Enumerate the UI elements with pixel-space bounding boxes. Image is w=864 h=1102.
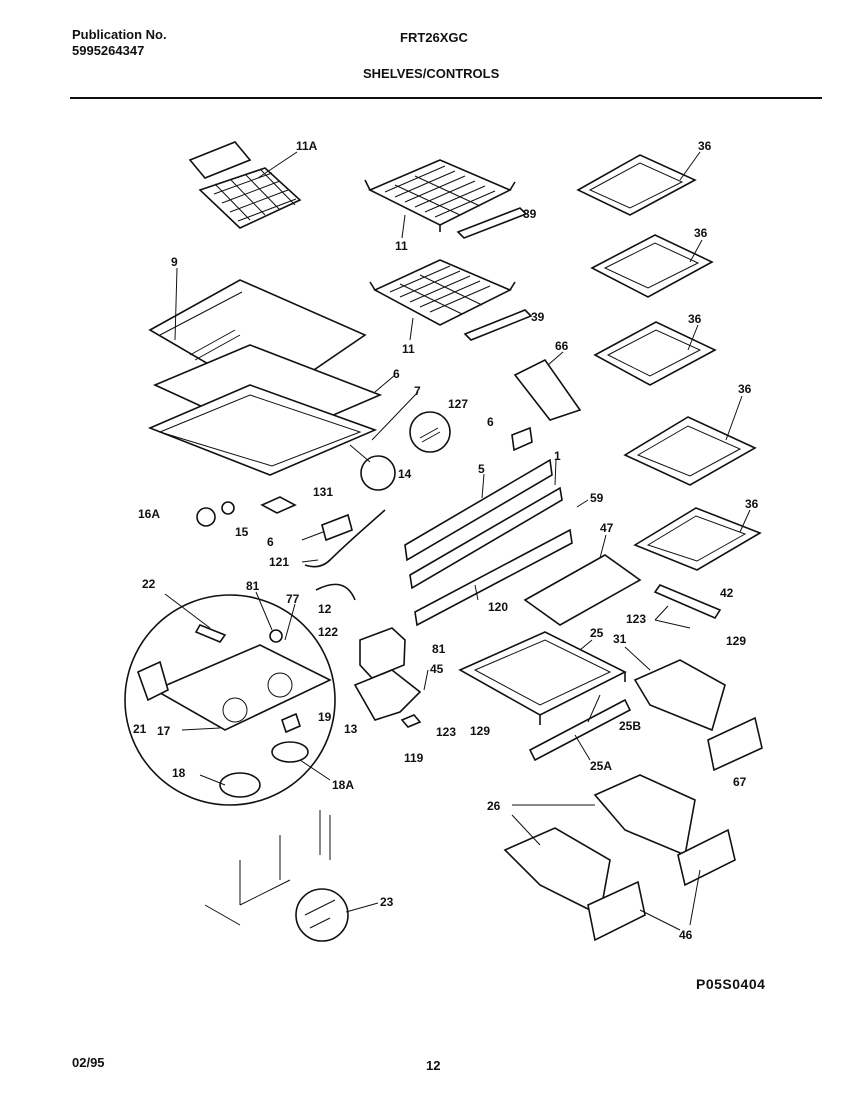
callout-25A: 25A — [590, 759, 612, 773]
model-number: FRT26XGC — [400, 30, 468, 45]
bottom-detail — [204, 810, 349, 942]
callout-46: 46 — [679, 928, 693, 942]
callout-81: 81 — [432, 642, 446, 656]
callout-15: 15 — [235, 525, 249, 539]
callout-127: 127 — [448, 397, 468, 411]
callout-16A: 16A — [138, 507, 160, 521]
glass-insert — [523, 554, 642, 626]
callout-6-bracket: 6 — [487, 415, 494, 429]
callout-59: 59 — [590, 491, 604, 505]
shelf-support-42 — [653, 584, 722, 620]
callout-123-left: 123 — [436, 725, 456, 739]
callout-26: 26 — [487, 799, 501, 813]
front-46-left — [587, 880, 646, 942]
diagram-code: P05S0404 — [696, 976, 766, 992]
callout-17: 17 — [157, 724, 171, 738]
callout-12: 12 — [318, 602, 332, 616]
drawer-26-left — [503, 827, 611, 917]
callout-36-2: 36 — [694, 226, 708, 240]
deflector-part — [513, 358, 582, 421]
callout-14: 14 — [398, 467, 412, 481]
callout-120: 120 — [488, 600, 508, 614]
housing-13 — [353, 669, 422, 721]
glass-shelves — [576, 154, 762, 571]
crisper-cover-assembly — [147, 279, 383, 476]
callout-21: 21 — [133, 722, 147, 736]
callout-11A: 11A — [296, 139, 318, 153]
callout-23: 23 — [380, 895, 394, 909]
callout-9: 9 — [171, 255, 178, 269]
callout-39-upper: 39 — [523, 207, 537, 221]
page-number: 12 — [426, 1058, 441, 1073]
callout-66: 66 — [555, 339, 569, 353]
callout-67: 67 — [733, 775, 747, 789]
callout-123-right: 123 — [626, 612, 646, 626]
magnifier-14 — [360, 455, 396, 491]
callout-36-4: 36 — [738, 382, 752, 396]
footer-date: 02/95 — [72, 1055, 105, 1070]
control-detail — [136, 623, 332, 798]
knob-16A — [196, 507, 216, 527]
callout-25: 25 — [590, 626, 604, 640]
part-15 — [221, 501, 235, 515]
callout-19: 19 — [318, 710, 332, 724]
rail-120 — [414, 528, 573, 627]
pan-31 — [633, 659, 726, 732]
callout-31: 31 — [613, 632, 627, 646]
rail-25A — [528, 698, 632, 762]
callout-47: 47 — [600, 521, 614, 535]
tube-121 — [304, 509, 386, 568]
bracket-part-left — [321, 513, 353, 542]
callout-labels: 11A 9 11 39 11 39 36 36 36 36 36 66 6 7 … — [133, 139, 759, 942]
bracket-part-right — [511, 426, 533, 452]
callout-7: 7 — [414, 384, 421, 398]
callout-119: 119 — [404, 751, 424, 765]
callout-22: 22 — [142, 577, 156, 591]
ice-tray-part — [188, 141, 302, 229]
publication-label: Publication No. — [72, 27, 167, 42]
header-rule — [70, 97, 822, 99]
callout-25B: 25B — [619, 719, 641, 733]
rail-1 — [409, 486, 563, 590]
callout-122: 122 — [318, 625, 338, 639]
wire-shelf-lower — [369, 259, 516, 326]
detail-circle — [124, 594, 336, 806]
callout-36-1: 36 — [698, 139, 712, 153]
housing-122 — [359, 627, 406, 679]
publication-number: 5995264347 — [72, 43, 145, 58]
callout-1: 1 — [554, 449, 561, 463]
callout-129-right: 129 — [726, 634, 746, 648]
callout-39-lower: 39 — [531, 310, 545, 324]
callout-131: 131 — [313, 485, 333, 499]
callout-6-cover: 6 — [393, 367, 400, 381]
wire-shelf-upper — [364, 159, 516, 232]
callout-77: 77 — [286, 592, 300, 606]
callout-18: 18 — [172, 766, 186, 780]
shelf-trim-upper — [456, 207, 528, 239]
callout-6-left: 6 — [267, 535, 274, 549]
rail-5 — [404, 458, 553, 562]
callout-36-3: 36 — [688, 312, 702, 326]
front-46-right — [677, 828, 736, 887]
drawer-26-right — [593, 774, 696, 857]
section-title: SHELVES/CONTROLS — [363, 66, 500, 81]
callout-11-upper: 11 — [395, 239, 408, 253]
callout-81-detail: 81 — [246, 579, 260, 593]
gasket-131 — [260, 496, 297, 514]
callout-36-5: 36 — [745, 497, 759, 511]
callout-5: 5 — [478, 462, 485, 476]
callout-45: 45 — [430, 662, 444, 676]
callout-11-lower: 11 — [402, 342, 415, 356]
callout-13: 13 — [344, 722, 358, 736]
shelf-trim-lower — [463, 309, 533, 341]
front-67 — [707, 716, 763, 772]
callout-42: 42 — [720, 586, 734, 600]
wire-12 — [315, 583, 356, 601]
drawer-frame-25 — [458, 631, 627, 725]
callout-18A: 18A — [332, 778, 354, 792]
callout-129-left: 129 — [470, 724, 490, 738]
part-119 — [400, 714, 422, 728]
callout-121: 121 — [269, 555, 289, 569]
